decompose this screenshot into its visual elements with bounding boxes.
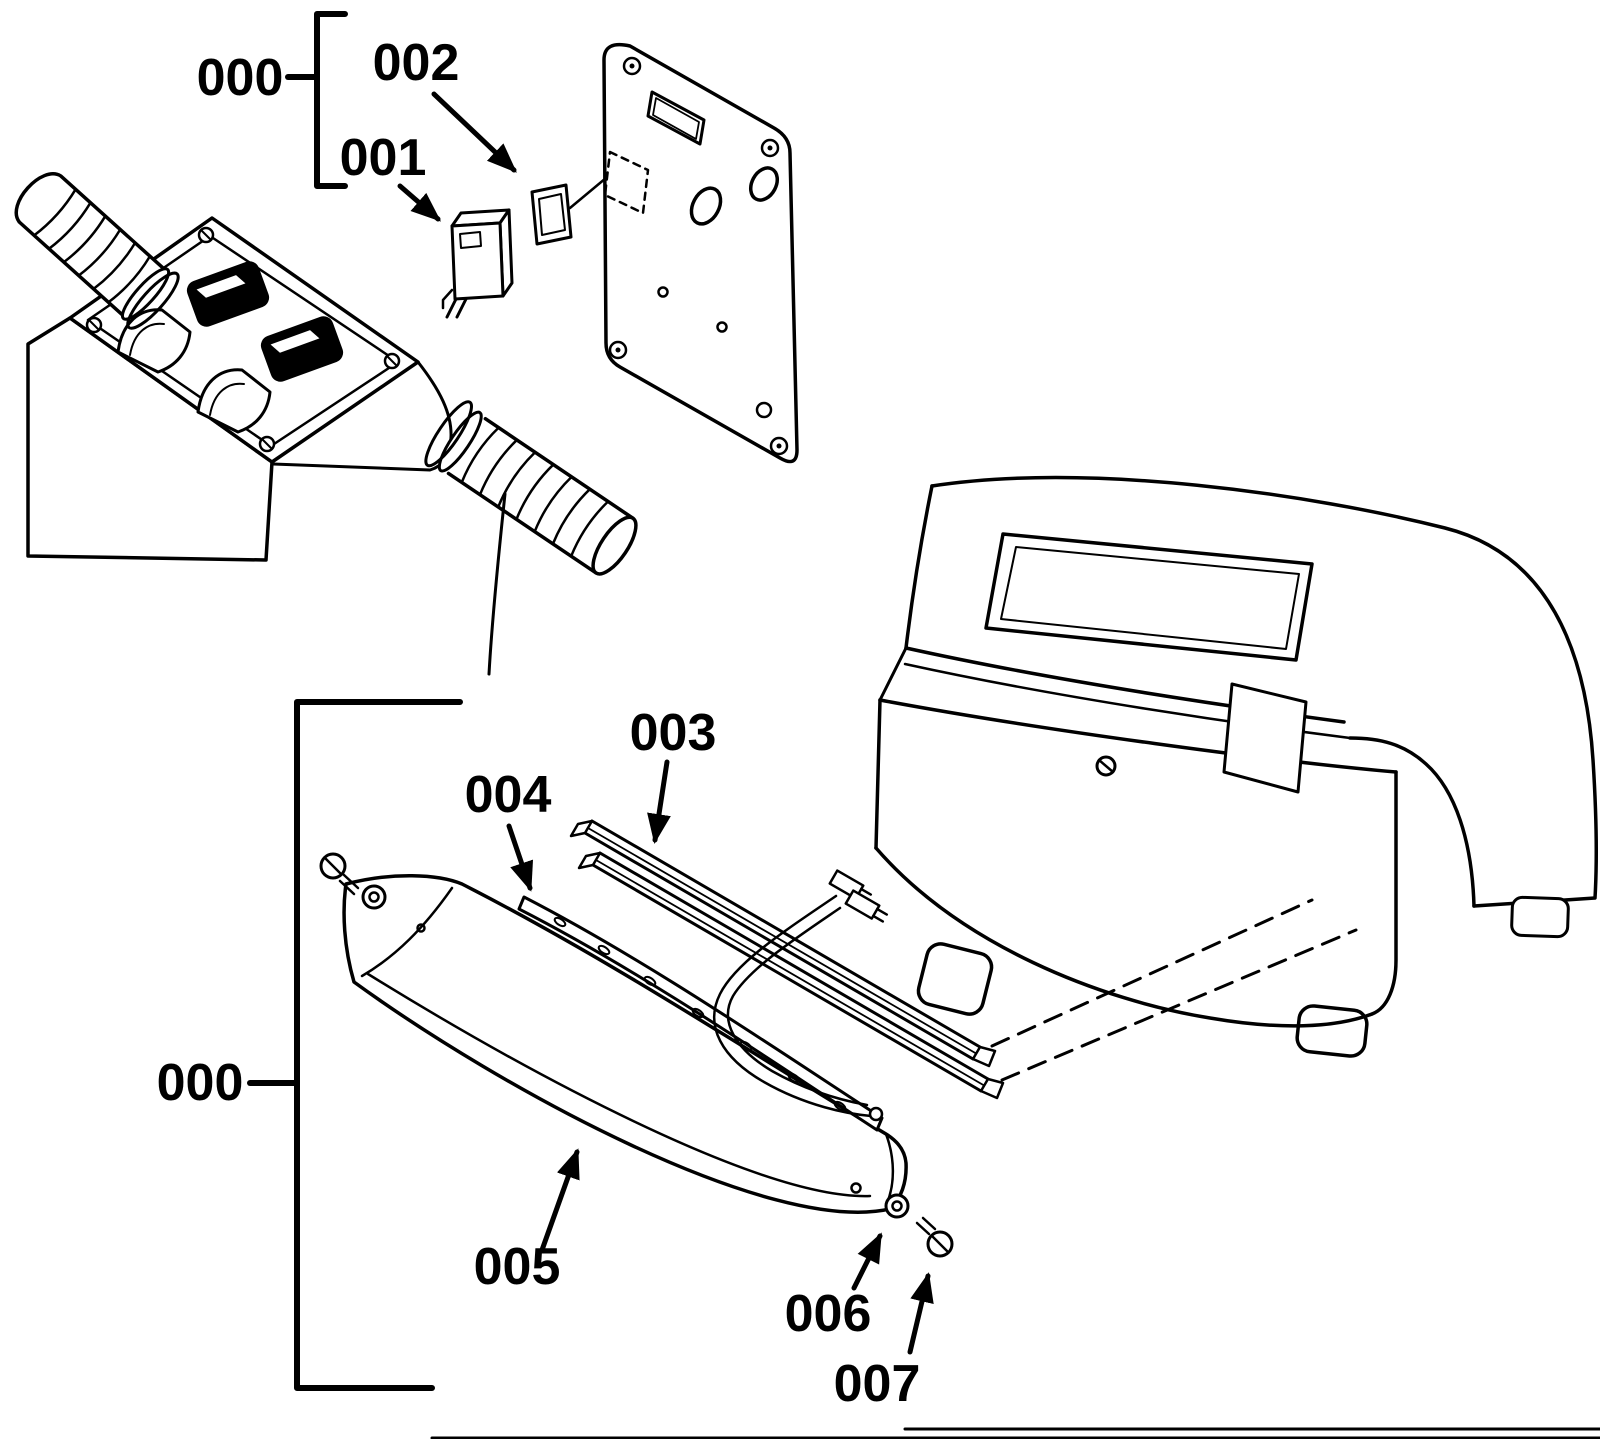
part-002-pad <box>530 176 608 246</box>
machine-base-screw <box>1095 755 1117 777</box>
grip-leader-line <box>487 492 507 676</box>
screw-left <box>319 852 360 896</box>
machine-base-right-edge <box>1370 770 1398 1016</box>
washer-006 <box>884 1193 910 1219</box>
machine-base-step <box>878 646 908 702</box>
left-handle-grip <box>14 172 180 330</box>
squeegee-body <box>342 874 908 1214</box>
cable-assembly <box>713 869 889 1122</box>
machine-front-plate <box>1222 682 1308 794</box>
leader-arrow-005 <box>539 1148 580 1253</box>
callout-003: 003 <box>630 704 717 762</box>
machine-shell-outline <box>930 475 1599 908</box>
rear-panel-small-hole-3 <box>755 401 773 419</box>
washer-left <box>361 884 387 910</box>
rear-panel-small-hole-2 <box>716 321 728 333</box>
leader-arrow-004 <box>506 823 534 892</box>
rear-panel-cutout-rect <box>646 90 706 146</box>
machine-base-left-edge <box>874 698 882 850</box>
insertion-guide-line-2 <box>1000 928 1358 1082</box>
machine-top-recess <box>984 532 1314 662</box>
rear-panel-dashed-cutout <box>603 150 650 215</box>
callout-000-bottom: 000 <box>157 1054 244 1112</box>
leader-arrow-001 <box>397 183 442 222</box>
control-lever-1 <box>116 308 192 374</box>
rear-panel-cutout-rect-inner <box>652 97 700 140</box>
leader-arrow-003 <box>647 759 671 844</box>
rear-panel-plate <box>602 42 799 464</box>
blade-strip-1 <box>569 819 997 1068</box>
callout-007: 007 <box>834 1355 921 1413</box>
blade-strip-2 <box>577 851 1005 1100</box>
machine-wheel-arch <box>1348 736 1476 908</box>
callout-000-top: 000 <box>197 49 284 107</box>
rear-panel-oval-hole-1 <box>689 186 723 226</box>
squeegee-hole-right <box>850 1182 862 1194</box>
callout-001: 001 <box>340 129 427 187</box>
leader-arrow-007 <box>907 1272 934 1355</box>
rocker-switch-1 <box>186 261 270 327</box>
squeegee-hole-left <box>416 923 426 933</box>
machine-foot-right <box>1295 1004 1369 1058</box>
wire-terminal <box>868 1106 884 1122</box>
control-head <box>14 172 638 676</box>
panel-corner-screws <box>85 226 401 453</box>
machine-foot-fender <box>1510 895 1570 939</box>
rear-panel-corner-holes <box>608 56 789 456</box>
callout-004: 004 <box>465 766 552 824</box>
rear-panel-oval-hole-2 <box>748 166 780 202</box>
control-lever-2 <box>196 368 272 434</box>
squeegee-assembly <box>319 819 1005 1258</box>
machine-shell-left-edge <box>904 484 934 650</box>
bracket-bottom <box>294 699 463 1391</box>
machine-top-recess-inner <box>1000 546 1300 650</box>
insertion-guide-line-1 <box>990 898 1314 1048</box>
callout-006: 006 <box>785 1285 872 1343</box>
right-handle-grip <box>424 400 638 576</box>
leader-arrow-002 <box>431 91 517 173</box>
machine-foot-left <box>916 942 994 1016</box>
retainer-strap <box>517 895 884 1132</box>
rocker-switch-2 <box>260 316 344 382</box>
part-002-leader <box>568 176 608 210</box>
screw-007 <box>915 1216 954 1258</box>
part-001-switch <box>441 208 514 319</box>
callout-005: 005 <box>474 1238 561 1296</box>
machine-body <box>874 475 1599 1082</box>
machine-base-top-edge <box>878 698 1398 774</box>
leader-arrow-006 <box>851 1232 883 1291</box>
wire-connector-2 <box>844 889 889 923</box>
callout-annotations: 000 002 001 000 003 004 005 006 007 <box>157 11 934 1413</box>
callout-002: 002 <box>373 34 460 92</box>
rear-panel-small-hole-1 <box>657 286 669 298</box>
bracket-top <box>314 11 348 189</box>
